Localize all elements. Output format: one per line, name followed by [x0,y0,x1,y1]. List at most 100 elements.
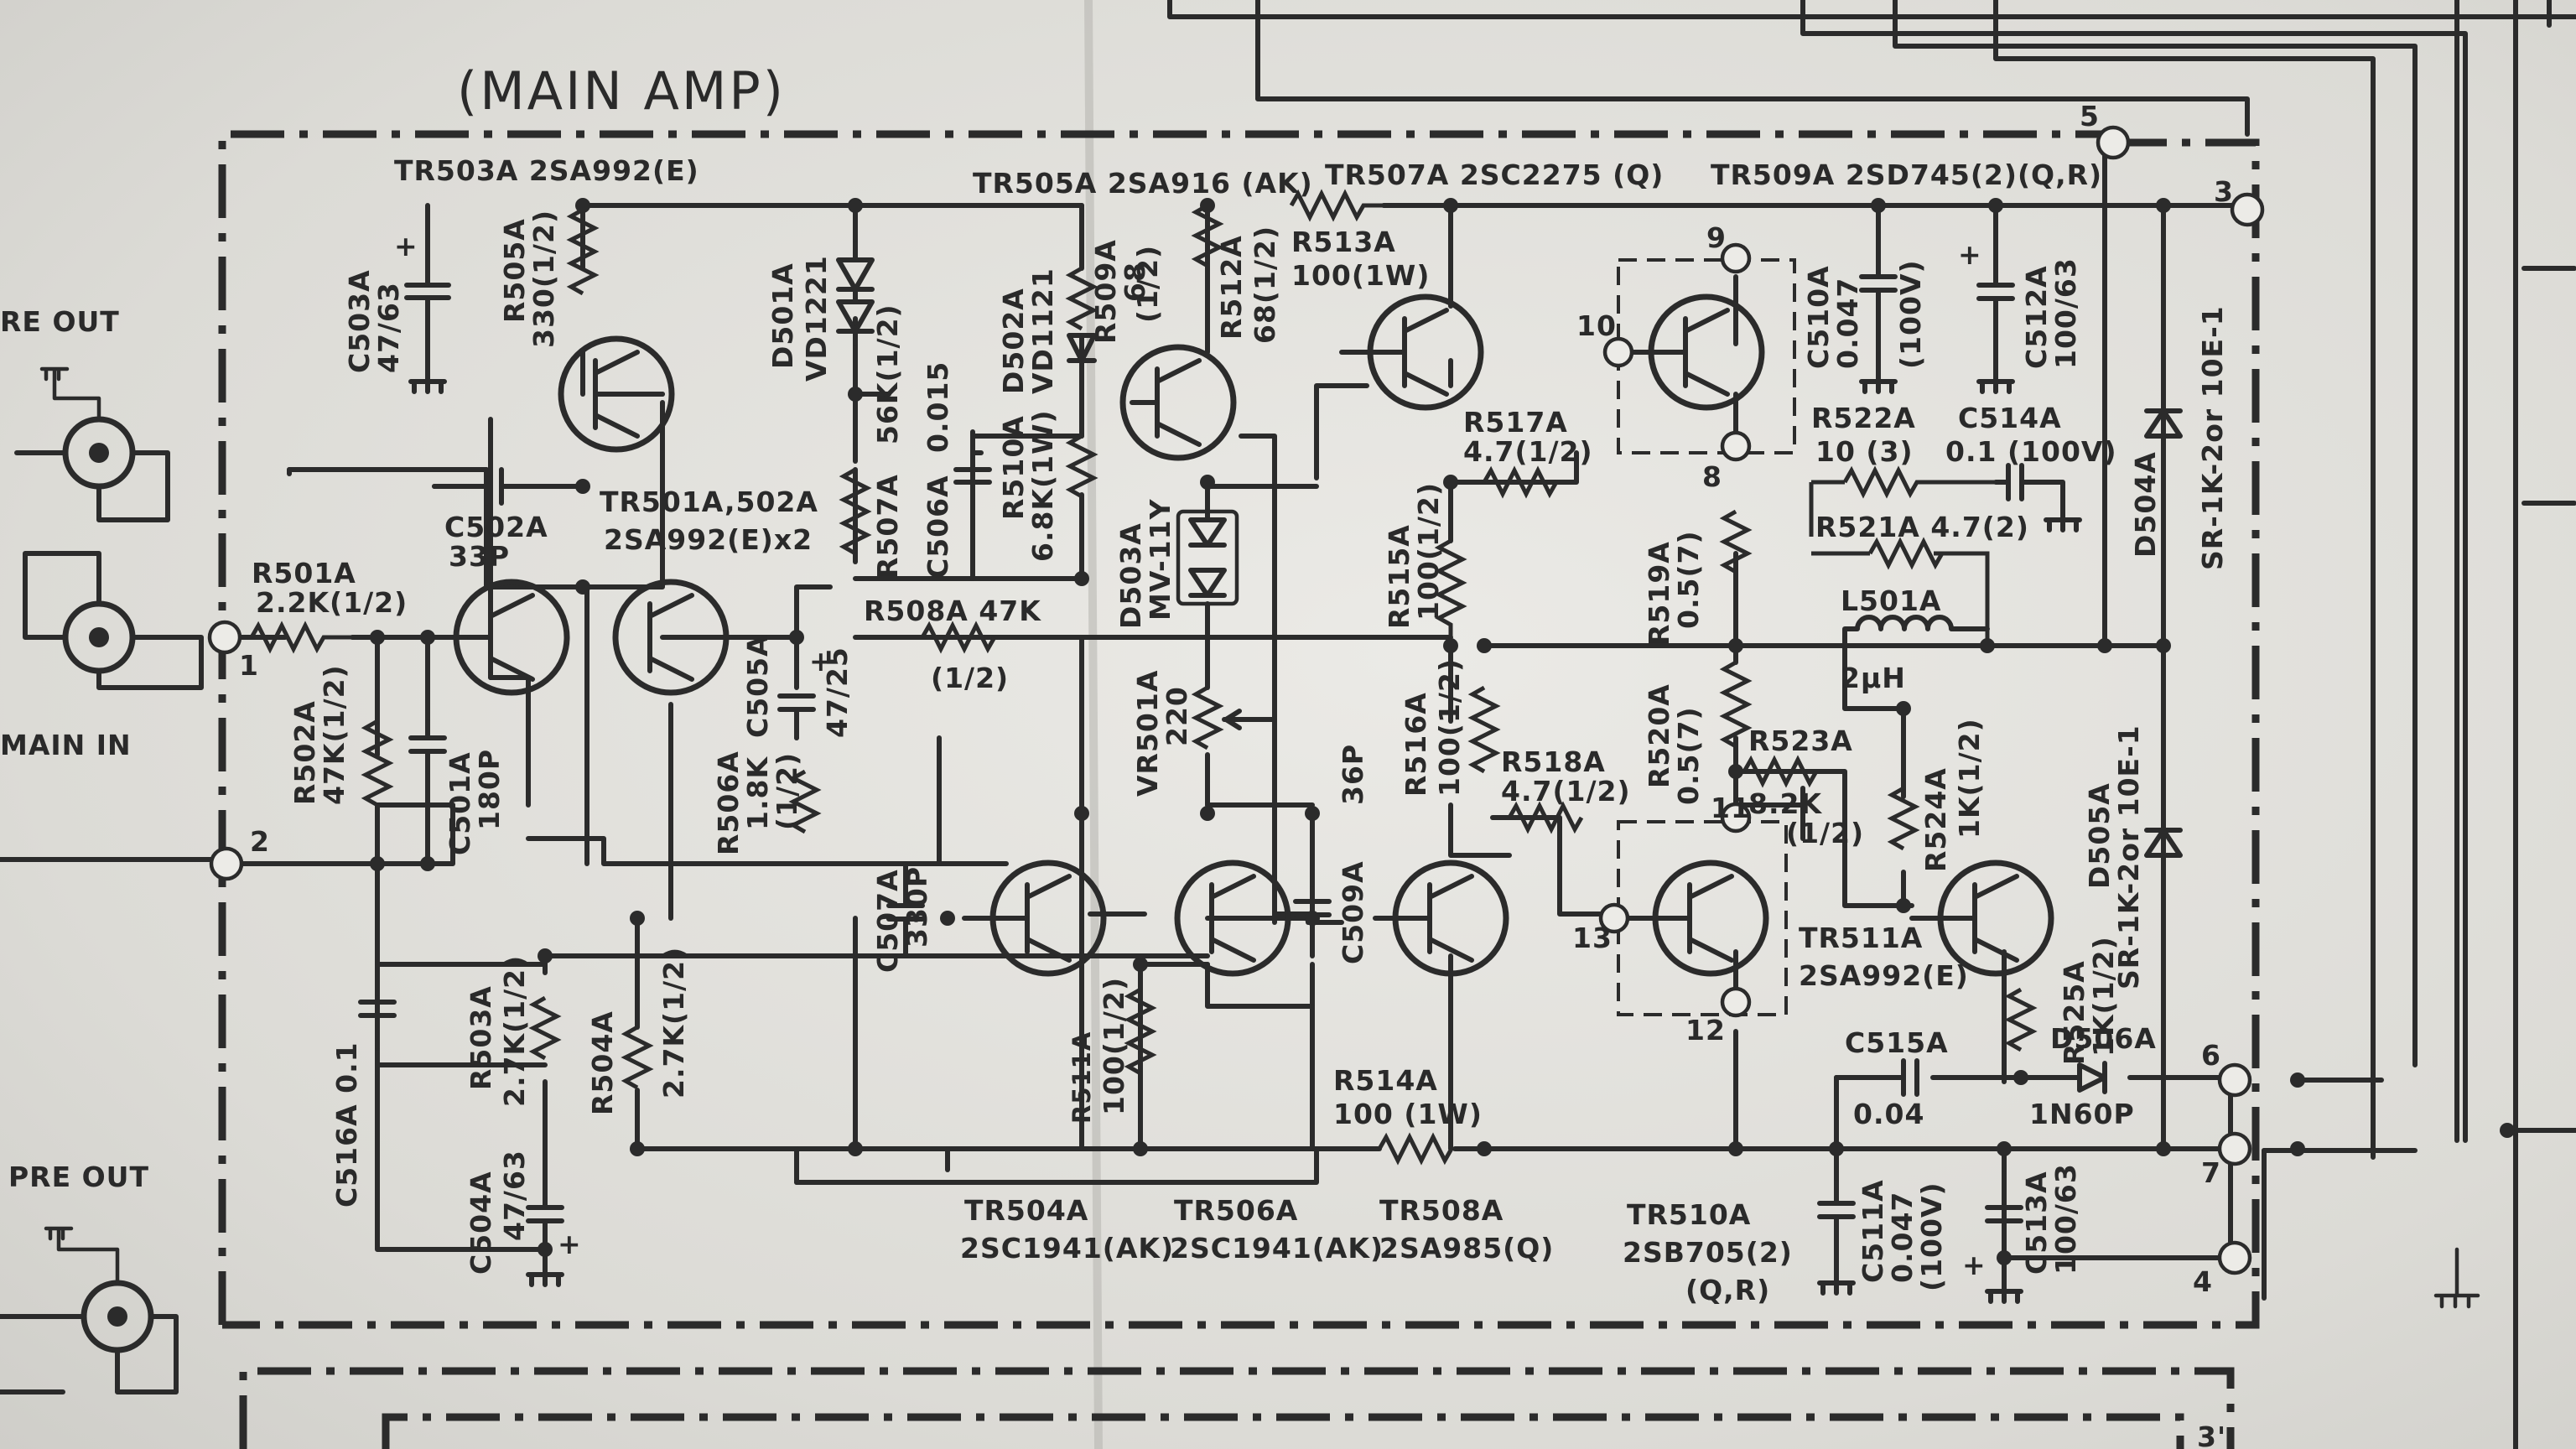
svg-text:5: 5 [2080,100,2100,132]
transistor-tr509a [1616,293,1765,411]
label-r502a: R502A [288,700,321,805]
label-r512a: R512A [1215,235,1248,340]
svg-text:3: 3 [2214,175,2234,208]
capacitors [358,203,2082,1304]
terminal-5 [2096,125,2131,160]
value-r503a: 2.7K(1/2) [498,955,531,1107]
label-c504a: C504A [465,1171,497,1275]
svg-text:8: 8 [1702,460,1722,493]
resistor-r507a [839,467,872,556]
resistor-r524a [1887,786,1920,851]
resistor-r523a [1742,755,1819,788]
label-tr505a: TR505A 2SA916 (AK) [973,167,1313,200]
main-amp-boundary [218,130,2260,1449]
resistor-r525a [2004,987,2038,1052]
rotated-labels: C503A 47/63 + R505A 330(1/2) D501A VD122… [252,210,2229,1291]
svg-text:11: 11 [1711,792,1751,824]
terminal-6 [2217,1062,2252,1098]
label-r523a: R523A [1748,724,1853,757]
value-r513a: 100(1W) [1291,259,1430,292]
value-r507a: 56K(1/2) [871,304,904,444]
terminal-13 [1598,902,1630,934]
value-r524a: 1K(1/2) [1953,718,1986,839]
terminal-11 [1720,802,1752,834]
resistor-r516a [1467,685,1501,774]
label-main-in: MAIN IN [0,729,132,761]
capacitor-c516a [358,995,397,1051]
capacitor-c510a [1859,203,1898,394]
value-c510a-voltage: (100V) [1894,259,1927,369]
label-tr504a-type: 2SC1941(AK) [960,1232,1174,1265]
diode-d503a [1188,517,1227,598]
diode-d506a [2077,1061,2107,1094]
label-r510a: R510A [997,415,1030,520]
label-tr509a: TR509A 2SD745(2)(Q,R) [1711,158,2102,191]
label-tr508a: TR508A [1379,1194,1504,1227]
value-r505a: 330(1/2) [527,210,560,348]
label-d506a: D506A [2050,1022,2157,1055]
diode-d505a [2144,828,2183,858]
label-r522a: R522A [1811,402,1916,434]
terminal-9 [1720,242,1752,274]
label-d505a: D505A [2083,782,2116,889]
label-tr504a: TR504A [964,1194,1088,1227]
resistor-r501a [249,621,352,654]
svg-text:12: 12 [1685,1014,1726,1046]
label-tr507a: TR507A 2SC2275 (Q) [1325,158,1664,191]
label-tr501a-type: 2SA992(E)x2 [604,523,813,556]
value-r509a: 68 [1119,262,1151,302]
label-d504a: D504A [2129,451,2162,558]
capacitor-c504a [526,1197,564,1252]
terminal-1 [207,620,242,655]
capacitor-c506a [953,434,992,581]
label-r518a: R518A [1501,745,1606,778]
resistors [249,189,2038,1166]
resistor-r506a [788,769,822,834]
transistor-tr501a [453,579,570,696]
value-c506a: 0.015 [922,361,954,453]
inductor-l501a [1842,615,1990,648]
value-c514a: 0.1 (100V) [1945,435,2117,468]
svg-text:6: 6 [2201,1039,2221,1072]
transistor-tr504a [962,860,1107,977]
plus-c513a: + [1962,1249,1987,1281]
value-c510a: 0.047 [1831,278,1864,369]
value-r508a: (1/2) [931,662,1009,694]
resistor-r518a [1507,801,1584,834]
label-r511a: R511A [1067,1031,1096,1124]
label-c516a: C516A 0.1 [330,1041,363,1208]
value-c515a: 0.04 [1853,1098,1924,1130]
label-tr506a: TR506A [1174,1194,1298,1227]
value-r515a: 100(1/2) [1412,482,1445,621]
resistor-r513a [1289,189,1384,222]
value-c511a-voltage: (100V) [1915,1182,1948,1291]
bus-lines [1167,0,2576,1449]
value-c507a: 330P [901,866,933,948]
terminal-8 [1720,430,1752,462]
label-tr503a: TR503A 2SA992(E) [394,154,699,187]
svg-text:4: 4 [2193,1265,2213,1298]
transistor-tr502a [612,579,730,696]
terminals [207,125,2265,1275]
capacitor-c512a [1976,203,2015,394]
resistor-r502a [361,719,394,808]
resistor-r520a [1719,660,1753,749]
value-r523a: 8.2K [1748,787,1822,820]
label-d501a: D501A [766,262,799,369]
capacitor-c502a [432,467,581,506]
resistor-r522a [1809,465,1996,537]
label-c513a: C513A [2020,1171,2053,1275]
resistor-r508a [920,621,997,654]
label-pre-out-top: RE OUT [0,305,120,338]
resistor-r504a [621,1025,654,1090]
label-vr501a: VR501A [1131,670,1164,797]
plus-c504a: + [558,1228,582,1260]
value-r514a: 100 (1W) [1333,1098,1483,1130]
value-c504a: 47/63 [498,1150,531,1241]
label-r501a: R501A [252,557,356,589]
plus-c512a: + [1958,238,1982,271]
terminal-12 [1720,986,1752,1018]
svg-text:2: 2 [250,825,270,858]
